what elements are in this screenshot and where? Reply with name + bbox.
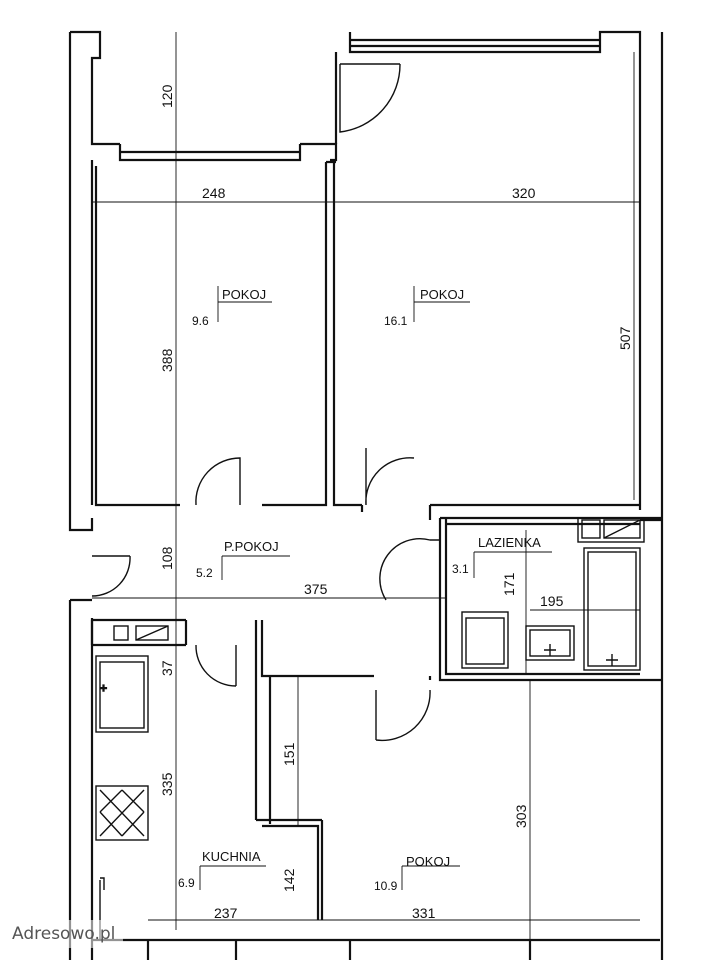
walls [68, 30, 664, 960]
room-area: 9.6 [192, 314, 209, 328]
dim-room2-width: 320 [512, 185, 536, 201]
room-area: 5.2 [196, 566, 213, 580]
room-name: POKOJ [420, 287, 464, 302]
dim-kitchen-top: 37 [159, 660, 175, 676]
room-area: 16.1 [384, 314, 408, 328]
dim-balcony-depth: 120 [159, 84, 175, 108]
dim-hall-depth: 108 [159, 546, 175, 570]
svg-text:+: + [100, 681, 107, 695]
room-name: KUCHNIA [202, 849, 261, 864]
room-area: 10.9 [374, 879, 398, 893]
dim-hall-length: 375 [304, 581, 328, 597]
watermark-logo: Adresowo.pl [4, 920, 124, 948]
dim-corridor-depth: 151 [281, 742, 297, 766]
dim-bath-depth: 171 [501, 572, 517, 596]
dim-room1-width: 248 [202, 185, 226, 201]
room-labels: POKOJ 9.6 POKOJ 16.1 P.POKOJ 5.2 LAZIENK… [178, 287, 541, 893]
dim-kitchen-depth: 335 [159, 772, 175, 796]
room-area: 6.9 [178, 876, 195, 890]
dim-room2-depth: 507 [617, 326, 633, 350]
room-name: LAZIENKA [478, 535, 541, 550]
room-name: POKOJ [406, 854, 450, 869]
dim-room3-depth: 303 [513, 804, 529, 828]
kitchen-fixtures: + [95, 625, 169, 940]
door-swings [91, 63, 440, 742]
dim-room3-width: 331 [412, 905, 436, 921]
room-name: POKOJ [222, 287, 266, 302]
dimension-lines [92, 32, 640, 940]
dim-kitchen-bottom: 142 [281, 868, 297, 892]
bathroom-fixtures [461, 517, 645, 671]
room-name: P.POKOJ [224, 539, 279, 554]
dim-bath-width: 195 [540, 593, 564, 609]
room-area: 3.1 [452, 562, 469, 576]
dimension-labels: 120 248 320 388 507 108 375 171 195 37 3… [159, 84, 633, 921]
dim-kitchen-width: 237 [214, 905, 238, 921]
dim-room1-depth: 388 [159, 348, 175, 372]
